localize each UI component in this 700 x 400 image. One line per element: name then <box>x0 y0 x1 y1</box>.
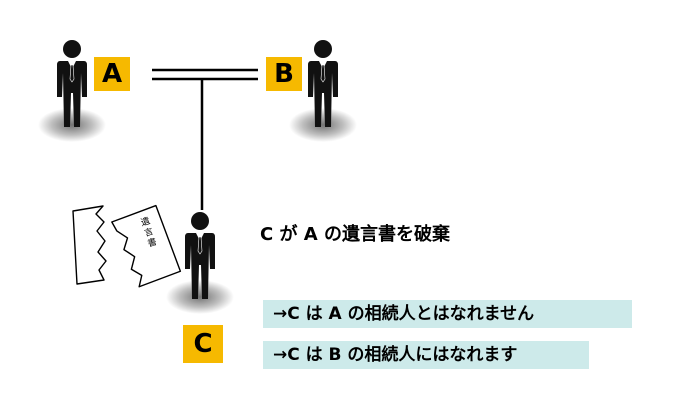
person-c-shadow <box>166 280 234 314</box>
label-b: B <box>266 57 302 91</box>
label-a: A <box>94 57 130 91</box>
person-b-shadow <box>289 108 357 142</box>
person-c <box>166 211 234 314</box>
person-b <box>289 39 357 142</box>
torn-will-right: 遺言書 <box>111 204 182 288</box>
will-text: 遺言書 <box>139 215 158 250</box>
label-c: C <box>183 325 223 363</box>
person-a-shadow <box>38 108 106 142</box>
note-not-heir-of-a: →C は A の相続人とはなれません <box>263 300 632 328</box>
note-heir-of-b: →C は B の相続人にはなれます <box>263 341 589 369</box>
person-a <box>38 39 106 142</box>
caption: C が A の遺言書を破棄 <box>260 224 450 245</box>
marriage-line <box>152 68 258 81</box>
torn-will-left <box>72 205 107 285</box>
